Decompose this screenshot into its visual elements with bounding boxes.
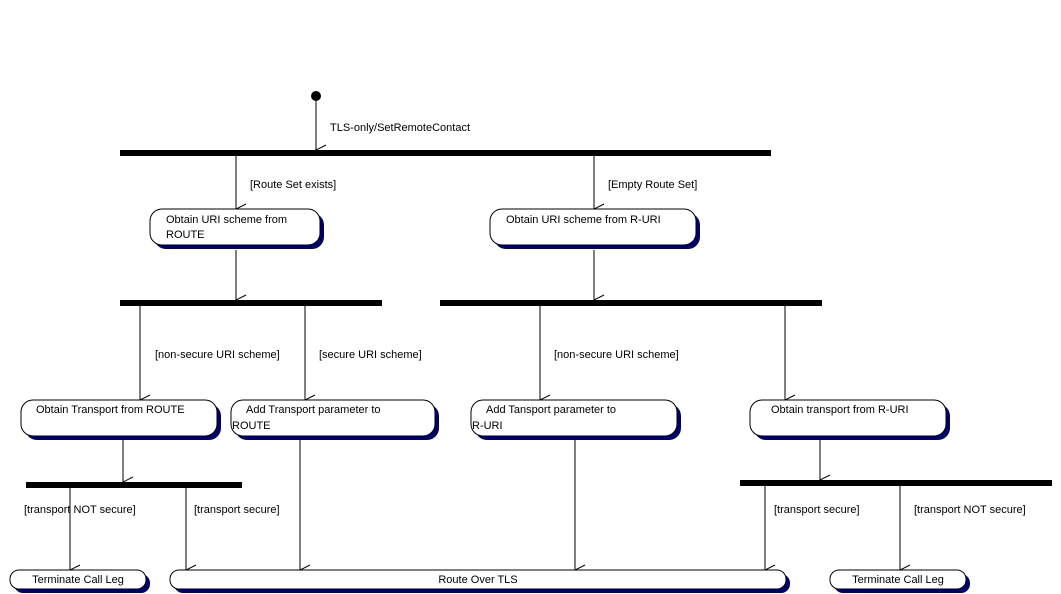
- activity-obtain-uri-ruri-line1: Obtain URI scheme from R-URI: [506, 214, 661, 226]
- label-nonsecure-right: [non-secure URI scheme]: [554, 349, 679, 361]
- activity-add-transport-route-line2: ROUTE: [232, 420, 271, 432]
- label-route-set-exists: [Route Set exists]: [250, 179, 336, 191]
- fork-bar-transport-left: [26, 482, 242, 488]
- fork-bar-transport-right: [740, 480, 1052, 486]
- activity-route-over-tls-label: Route Over TLS: [438, 574, 517, 586]
- label-transport-not-secure-left: [transport NOT secure]: [24, 504, 136, 516]
- activity-add-transport-ruri-line2: R-URI: [472, 420, 503, 432]
- activity-add-transport-route-line1: Add Transport parameter to: [246, 404, 381, 416]
- activity-terminate-call-leg-left-label: Terminate Call Leg: [32, 574, 124, 586]
- fork-bar-top: [120, 150, 771, 156]
- activity-add-transport-ruri: Add Tansport parameter to R-URI: [470, 399, 681, 440]
- label-empty-route-set: [Empty Route Set]: [608, 179, 697, 191]
- activity-obtain-transport-ruri: Obtain transport from R-URI: [749, 399, 950, 440]
- activity-obtain-uri-route: Obtain URI scheme from ROUTE: [149, 208, 324, 249]
- fork-bar-right: [440, 300, 822, 306]
- initial-node: [311, 91, 321, 101]
- label-nonsecure-left: [non-secure URI scheme]: [155, 349, 280, 361]
- activity-obtain-transport-ruri-line1: Obtain transport from R-URI: [771, 404, 909, 416]
- label-transport-secure-right: [transport secure]: [774, 504, 860, 516]
- activity-terminate-call-leg-right-label: Terminate Call Leg: [852, 574, 944, 586]
- activity-obtain-uri-ruri: Obtain URI scheme from R-URI: [489, 208, 700, 249]
- activity-obtain-transport-route: Obtain Transport from ROUTE: [20, 399, 221, 440]
- activity-obtain-uri-route-line1: Obtain URI scheme from: [166, 214, 287, 226]
- activity-terminate-call-leg-left: Terminate Call Leg: [9, 569, 150, 593]
- label-secure-left: [secure URI scheme]: [319, 349, 422, 361]
- activity-add-transport-ruri-line1: Add Tansport parameter to: [486, 404, 616, 416]
- activity-terminate-call-leg-right: Terminate Call Leg: [829, 569, 970, 593]
- label-transport-secure-left: [transport secure]: [194, 504, 280, 516]
- label-transport-not-secure-right: [transport NOT secure]: [914, 504, 1026, 516]
- activity-add-transport-route: Add Transport parameter to ROUTE: [230, 399, 439, 440]
- activity-obtain-transport-route-line1: Obtain Transport from ROUTE: [36, 404, 185, 416]
- activity-obtain-uri-route-line2: ROUTE: [166, 229, 205, 241]
- label-start: TLS-only/SetRemoteContact: [330, 122, 470, 134]
- activity-route-over-tls: Route Over TLS: [169, 569, 790, 593]
- fork-bar-left: [120, 300, 382, 306]
